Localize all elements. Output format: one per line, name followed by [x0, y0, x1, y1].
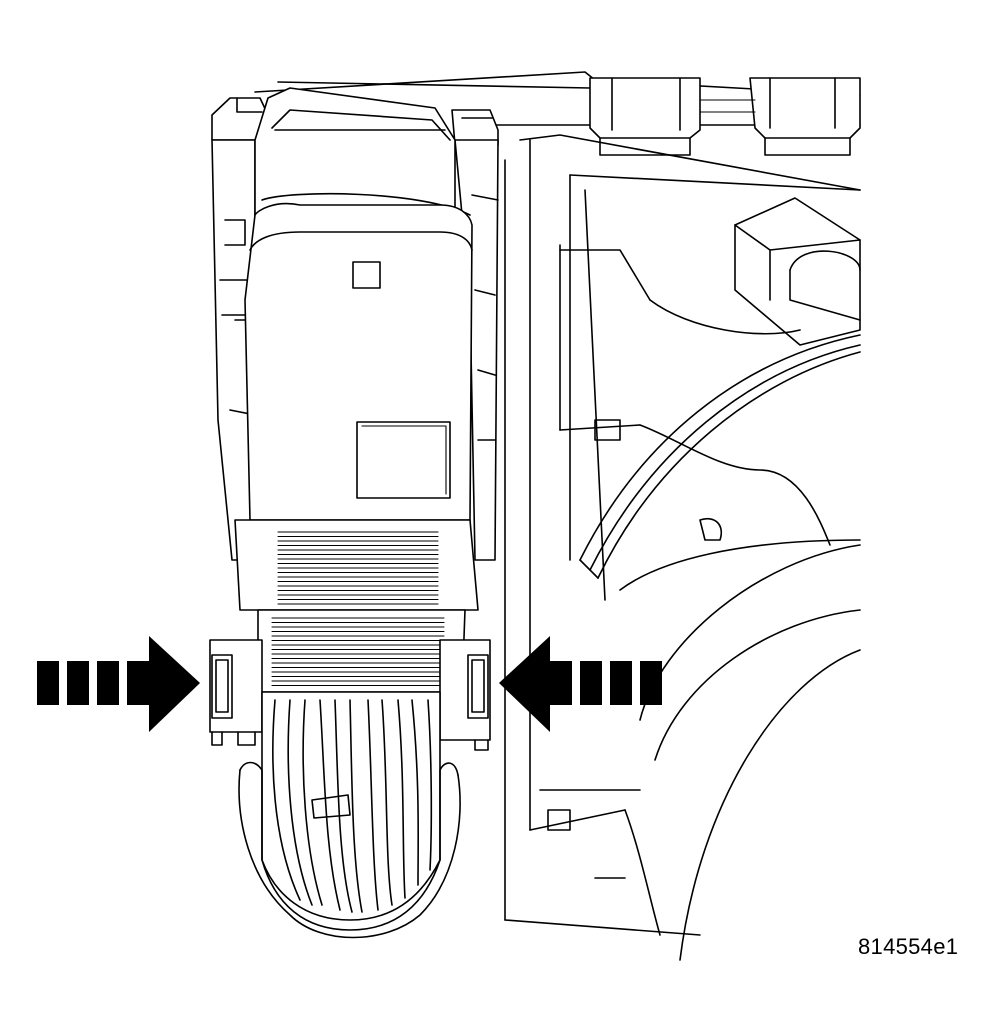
- figure-id-label: 814554e1: [858, 934, 959, 959]
- arrow-left-dash-3: [97, 661, 119, 705]
- arrow-right-head: [499, 636, 550, 732]
- arrow-right-dash-4: [550, 661, 572, 705]
- grip-ribs-upper: [277, 531, 439, 605]
- connector-top-cap: [254, 87, 471, 216]
- arrow-left-dash-2: [67, 661, 89, 705]
- side-block: [734, 197, 861, 346]
- top-posts: [589, 77, 861, 156]
- release-tabs: [209, 639, 491, 751]
- grip-ribs-lower: [271, 617, 445, 687]
- wire-harness: [238, 691, 461, 939]
- arrow-left-dash-4: [127, 661, 149, 705]
- arrow-left-head: [149, 636, 200, 732]
- push-arrow-right: [499, 636, 662, 732]
- connector-body: [244, 202, 473, 521]
- mounting-bracket: [254, 71, 861, 936]
- arrow-right-dash-1: [640, 661, 662, 705]
- curved-hose: [579, 299, 861, 961]
- arrow-right-dash-3: [580, 661, 602, 705]
- connector-grip: [234, 519, 479, 693]
- arrow-left-dash-1: [37, 661, 59, 705]
- arrow-right-dash-2: [610, 661, 632, 705]
- push-arrow-left: [37, 636, 200, 732]
